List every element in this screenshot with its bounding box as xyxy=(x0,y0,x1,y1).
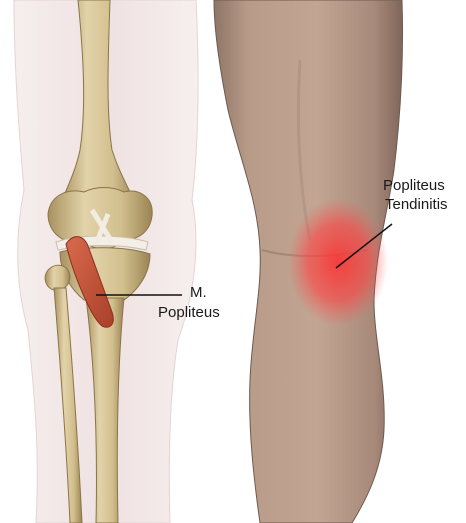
muscle-label-line2: Popliteus xyxy=(158,304,220,322)
fibula-head xyxy=(45,265,70,290)
tendinitis-label-line1: Popliteus xyxy=(383,177,445,195)
tendinitis-label-line2: Tendinitis xyxy=(385,196,448,214)
muscle-label-line1: M. xyxy=(190,284,207,302)
inflammation-area xyxy=(288,198,388,326)
